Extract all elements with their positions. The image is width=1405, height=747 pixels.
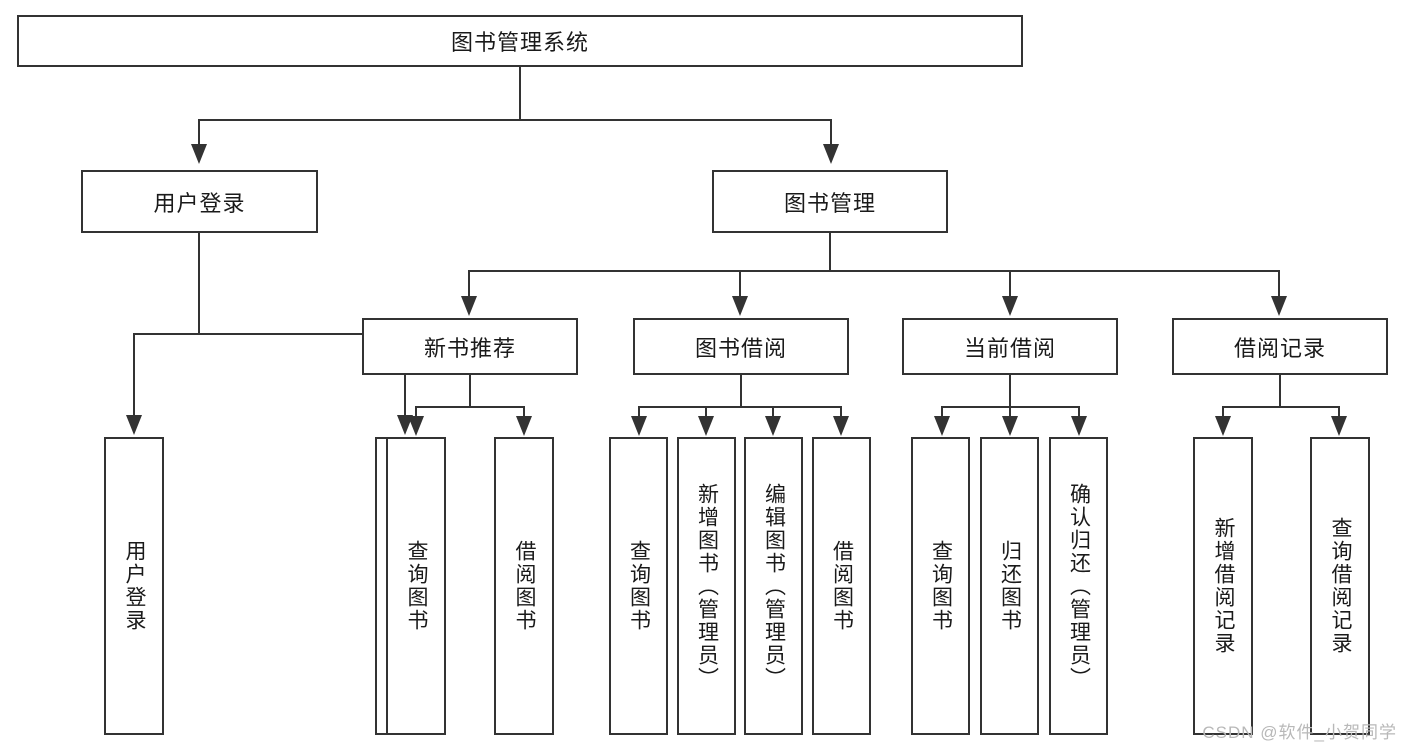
connector-current-borrow-stem	[1009, 375, 1011, 407]
leaf-label: 借阅图书	[830, 540, 854, 632]
connector-new-book-stem	[469, 375, 471, 407]
connector-new-book-drop-2	[523, 406, 525, 418]
leaf-label: 归还图书	[998, 540, 1022, 632]
leaf-label: 用户登录	[123, 540, 147, 632]
node-user-login[interactable]: 用户登录	[81, 170, 318, 233]
arrow-to-new-book-recommend	[461, 296, 477, 316]
connector-book-borrow-stem	[740, 375, 742, 407]
leaf-label: 新增图书（管理员）	[695, 482, 719, 690]
leaf-query-book-borrow[interactable]: 查询图书	[609, 437, 668, 735]
leaf-label: 编辑图书（管理员）	[762, 482, 786, 690]
node-label: 借阅记录	[1233, 335, 1326, 361]
connector-user-login-drop-2	[404, 333, 406, 417]
leaf-label: 查询图书	[929, 540, 953, 632]
connector-root-bus	[198, 119, 832, 121]
arrow-to-leaf-borrow-book-2	[833, 416, 849, 436]
connector-book-borrow-drop-1	[638, 406, 640, 418]
arrow-root-to-user-login	[191, 144, 207, 164]
leaf-borrow-book-recommend[interactable]: 借阅图书	[494, 437, 554, 735]
connector-book-manage-drop-4	[1278, 270, 1280, 298]
leaf-query-borrow-record[interactable]: 查询借阅记录	[1310, 437, 1370, 735]
connector-book-borrow-drop-3	[772, 406, 774, 418]
connector-book-manage-drop-3	[1009, 270, 1011, 298]
leaf-label: 借阅图书	[513, 540, 537, 632]
leaf-label: 确认归还（管理员）	[1067, 482, 1091, 690]
connector-book-manage-bus	[468, 270, 1280, 272]
leaf-edit-book[interactable]: 编辑图书（管理员）	[744, 437, 803, 735]
node-label: 用户登录	[153, 190, 246, 216]
arrow-root-to-book-manage	[823, 144, 839, 164]
connector-new-book-drop-1	[415, 406, 417, 418]
leaf-query-book-current[interactable]: 查询图书	[911, 437, 970, 735]
leaf-label: 查询图书	[405, 540, 429, 632]
node-label: 新书推荐	[423, 335, 516, 361]
arrow-to-leaf-edit-book	[765, 416, 781, 436]
node-book-manage[interactable]: 图书管理	[712, 170, 948, 233]
connector-root-to-book-manage	[830, 119, 832, 146]
connector-current-borrow-drop-1	[941, 406, 943, 418]
arrow-to-leaf-user-login	[126, 415, 142, 435]
leaf-add-borrow-record[interactable]: 新增借阅记录	[1193, 437, 1253, 735]
connector-book-manage-drop-2	[739, 270, 741, 298]
connector-root-stem	[519, 67, 521, 120]
connector-user-login-stem	[198, 233, 200, 334]
arrow-to-leaf-add-record	[1215, 416, 1231, 436]
leaf-return-book[interactable]: 归还图书	[980, 437, 1039, 735]
node-current-borrow[interactable]: 当前借阅	[902, 318, 1118, 375]
connector-user-login-bus	[133, 333, 406, 335]
node-label: 当前借阅	[963, 335, 1056, 361]
connector-user-login-drop-1	[133, 333, 135, 417]
connector-book-borrow-drop-2	[705, 406, 707, 418]
connector-borrow-record-stem	[1279, 375, 1281, 407]
arrow-to-book-borrow	[732, 296, 748, 316]
leaf-borrow-book[interactable]: 借阅图书	[812, 437, 871, 735]
connector-borrow-record-drop-1	[1222, 406, 1224, 418]
arrow-to-borrow-record	[1271, 296, 1287, 316]
connector-book-borrow-drop-4	[840, 406, 842, 418]
arrow-to-leaf-add-book	[698, 416, 714, 436]
leaf-confirm-return[interactable]: 确认归还（管理员）	[1049, 437, 1108, 735]
node-label: 图书管理	[783, 190, 876, 216]
connector-book-manage-stem	[829, 233, 831, 271]
connector-new-book-bus	[415, 406, 525, 408]
connector-root-to-user-login	[198, 119, 200, 146]
leaf-query-book-recommend[interactable]: 查询图书	[386, 437, 446, 735]
node-new-book-recommend[interactable]: 新书推荐	[362, 318, 578, 375]
arrow-to-current-borrow	[1002, 296, 1018, 316]
leaf-label: 新增借阅记录	[1212, 517, 1236, 655]
node-label: 图书借阅	[694, 335, 787, 361]
arrow-to-leaf-return-book	[1002, 416, 1018, 436]
arrow-to-leaf-confirm-return	[1071, 416, 1087, 436]
node-root-system[interactable]: 图书管理系统	[17, 15, 1023, 67]
arrow-to-leaf-query-record	[1331, 416, 1347, 436]
connector-book-borrow-bus	[638, 406, 842, 408]
node-book-borrow[interactable]: 图书借阅	[633, 318, 849, 375]
arrow-to-leaf-query-book-3	[934, 416, 950, 436]
leaf-label: 查询图书	[627, 540, 651, 632]
connector-current-borrow-drop-3	[1078, 406, 1080, 418]
node-borrow-record[interactable]: 借阅记录	[1172, 318, 1388, 375]
leaf-add-book[interactable]: 新增图书（管理员）	[677, 437, 736, 735]
arrow-to-leaf-query-book-1	[408, 416, 424, 436]
leaf-user-login[interactable]: 用户登录	[104, 437, 164, 735]
connector-book-manage-drop-1	[468, 270, 470, 298]
connector-borrow-record-drop-2	[1338, 406, 1340, 418]
node-label: 图书管理系统	[450, 30, 589, 55]
connector-borrow-record-bus	[1222, 406, 1339, 408]
connector-current-borrow-drop-2	[1009, 406, 1011, 418]
arrow-to-leaf-query-book-2	[631, 416, 647, 436]
leaf-label: 查询借阅记录	[1329, 517, 1353, 655]
csdn-watermark: CSDN @软件_小贺同学	[1202, 723, 1397, 742]
arrow-to-leaf-borrow-book-1	[516, 416, 532, 436]
